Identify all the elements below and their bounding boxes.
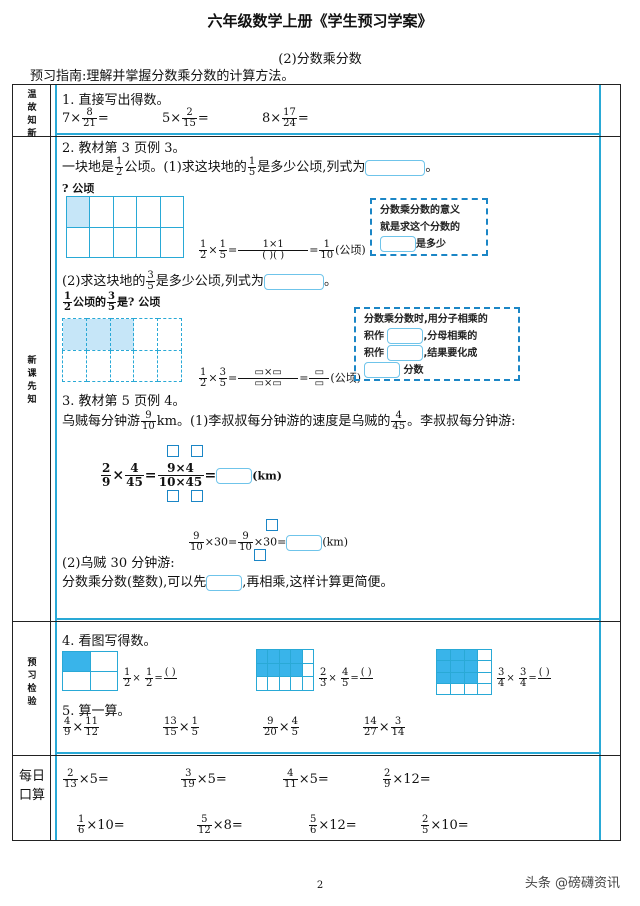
answer-blank[interactable] bbox=[216, 467, 253, 484]
lesson-subtitle: (2)分数乘分数 bbox=[278, 52, 362, 67]
cancel-box[interactable] bbox=[191, 445, 203, 457]
fraction-grid-1 bbox=[65, 196, 185, 258]
watermark: 头条 @磅礴资讯 bbox=[524, 876, 620, 891]
fraction-grid-2 bbox=[62, 318, 182, 382]
study-guide: 预习指南:理解并掌握分数乘分数的计算方法。 bbox=[30, 69, 295, 84]
worksheet-frame: 温故知新 新课先知 预习检验 每日口算 bbox=[12, 84, 621, 841]
answer-blank[interactable] bbox=[365, 159, 426, 176]
answer-blank[interactable] bbox=[206, 574, 243, 591]
q4-grid-1 bbox=[62, 651, 118, 691]
page-title: 六年级数学上册《学生预习学案》 bbox=[207, 12, 433, 30]
page-number: 2 bbox=[316, 880, 324, 891]
q4-grid-2 bbox=[255, 649, 315, 691]
cancel-box[interactable] bbox=[266, 519, 278, 531]
cancel-box[interactable] bbox=[191, 490, 203, 502]
cancel-box[interactable] bbox=[167, 490, 179, 502]
cancel-box[interactable] bbox=[167, 445, 179, 457]
section-review-label: 温故知新 bbox=[27, 90, 37, 139]
q4-heading: 4. 看图写得数。 bbox=[62, 634, 157, 649]
hint-blank[interactable] bbox=[387, 328, 424, 344]
hint-blank[interactable] bbox=[380, 236, 416, 252]
q4-grid-3 bbox=[436, 648, 492, 696]
section-check-label: 预习检验 bbox=[27, 658, 37, 707]
q3-line2: (2)乌贼 30 分钟游: bbox=[62, 556, 175, 571]
hint-blank[interactable] bbox=[364, 362, 400, 378]
hint-blank[interactable] bbox=[387, 345, 424, 361]
section-new-label: 新课先知 bbox=[27, 356, 37, 405]
answer-blank[interactable] bbox=[286, 534, 323, 551]
answer-blank[interactable] bbox=[263, 273, 324, 290]
q3-line3: 分数乘分数(整数),可以先,再相乘,这样计算更简便。 bbox=[62, 574, 394, 591]
q1-heading: 1. 直接写出得数。 bbox=[62, 93, 170, 108]
q2-heading: 2. 教材第 3 页例 3。 bbox=[62, 141, 186, 156]
q3-heading: 3. 教材第 5 页例 4。 bbox=[62, 394, 186, 409]
section-daily-label: 每日口算 bbox=[18, 769, 45, 803]
grid-label: ? 公顷 bbox=[62, 182, 95, 195]
hint-box-meaning: 分数乘分数的意义 就是求这个分数的 是多少 bbox=[370, 198, 488, 256]
hint-box-rule: 分数乘分数时,用分子相乘的 积作 ,分母相乘的 积作 ,结果要化成 分数 bbox=[354, 307, 520, 381]
cancel-box[interactable] bbox=[254, 549, 266, 561]
q5-heading: 5. 算一算。 bbox=[62, 704, 131, 719]
